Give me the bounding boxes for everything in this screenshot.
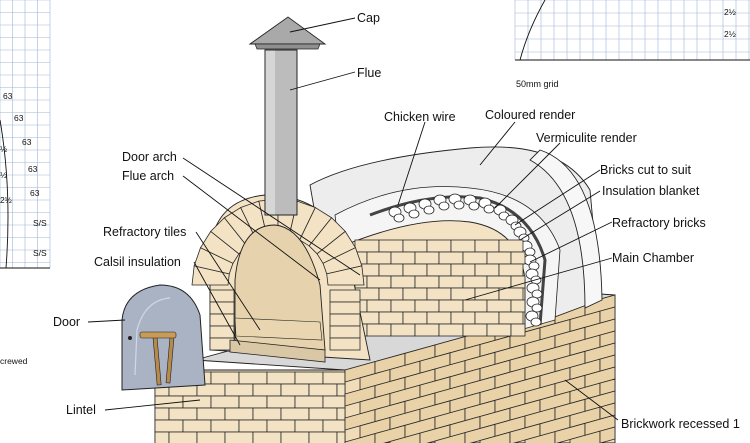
half-label: ½ xyxy=(0,144,7,154)
dim-label: 2½ xyxy=(724,29,736,39)
label-bricks-cut: Bricks cut to suit xyxy=(600,163,692,177)
chimney xyxy=(248,16,327,216)
door-handles xyxy=(139,331,177,386)
label-flue-arch: Flue arch xyxy=(122,169,174,183)
label-brickwork: Brickwork recessed 1 xyxy=(621,417,740,431)
dim-label: 63 xyxy=(14,113,24,123)
label-door-arch: Door arch xyxy=(122,150,177,164)
leader-lines xyxy=(87,17,619,421)
label-flue: Flue xyxy=(357,66,381,80)
label-chicken-wire: Chicken wire xyxy=(384,110,456,124)
ss-label: S/S xyxy=(33,218,47,228)
cap-shape xyxy=(248,16,327,45)
dim-label: 63 xyxy=(30,188,40,198)
base-brickwork xyxy=(154,284,616,443)
half-label: ½ xyxy=(0,170,7,180)
labels: Cap Flue Chicken wire Coloured render Ve… xyxy=(53,11,740,431)
crewed-label: crewed xyxy=(0,356,28,366)
dim-label: 63 xyxy=(28,164,38,174)
label-door: Door xyxy=(53,315,80,329)
label-lintel: Lintel xyxy=(66,403,96,417)
left-grid-drawing: 63 63 63 63 63 ½ ½ 2½ S/S S/S crewed xyxy=(0,0,51,366)
refractory-dome xyxy=(344,220,526,337)
right-grid-drawing: 2½ 2½ 50mm grid xyxy=(514,0,750,89)
label-refractory-tiles: Refractory tiles xyxy=(103,225,186,239)
label-cap: Cap xyxy=(357,11,380,25)
label-main-chamber: Main Chamber xyxy=(612,251,694,265)
dim-label: 63 xyxy=(3,91,13,101)
label-coloured-render: Coloured render xyxy=(485,108,575,122)
dim-label: 2½ xyxy=(724,7,736,17)
ss-label: S/S xyxy=(33,248,47,258)
label-insulation-blanket: Insulation blanket xyxy=(602,184,700,198)
label-refractory-bricks: Refractory bricks xyxy=(612,216,706,230)
dim-label: 63 xyxy=(22,137,32,147)
label-vermiculite-render: Vermiculite render xyxy=(536,131,637,145)
label-calsil: Calsil insulation xyxy=(94,255,181,269)
half-label: 2½ xyxy=(0,195,12,205)
oven-door xyxy=(121,284,206,391)
grid-note: 50mm grid xyxy=(516,79,559,89)
